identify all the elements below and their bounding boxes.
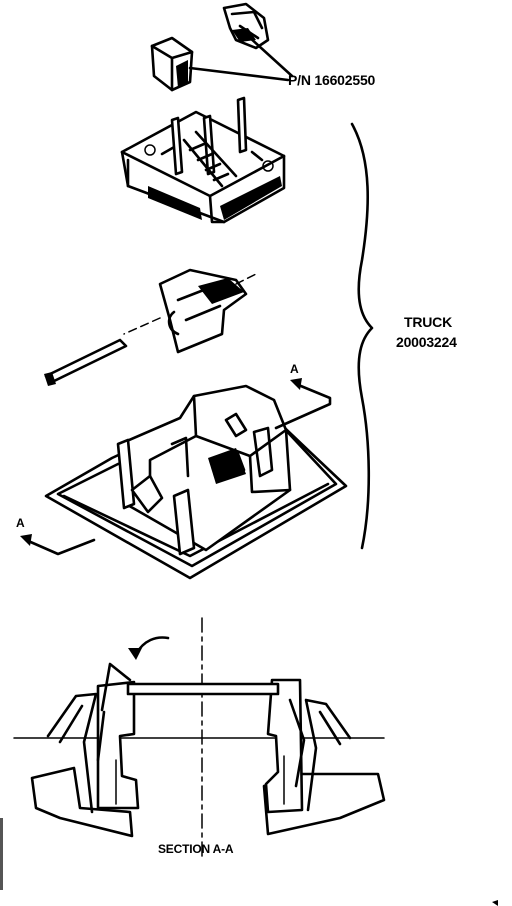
actuator-lever — [123, 268, 257, 354]
section-arrow-right — [274, 378, 332, 430]
truck-title-label: TRUCK — [404, 314, 452, 330]
truck-number-label: 20003224 — [396, 334, 457, 350]
section-a-a-view — [13, 617, 386, 859]
section-arrow-left-label: A — [16, 516, 25, 530]
section-arrow-left — [20, 534, 96, 556]
part-number-leaders — [188, 34, 294, 82]
switch-housing-block — [120, 96, 286, 224]
pivot-pin — [44, 338, 128, 386]
retainer-clip-upper — [222, 2, 270, 50]
section-caption-label: SECTION A-A — [158, 842, 234, 856]
bezel-base — [44, 384, 348, 580]
scan-marks — [0, 818, 498, 906]
retainer-clip-lower — [150, 36, 194, 92]
truck-brace — [350, 122, 374, 550]
section-arrow-right-label: A — [290, 362, 299, 376]
part-number-label: P/N 16602550 — [288, 72, 376, 88]
